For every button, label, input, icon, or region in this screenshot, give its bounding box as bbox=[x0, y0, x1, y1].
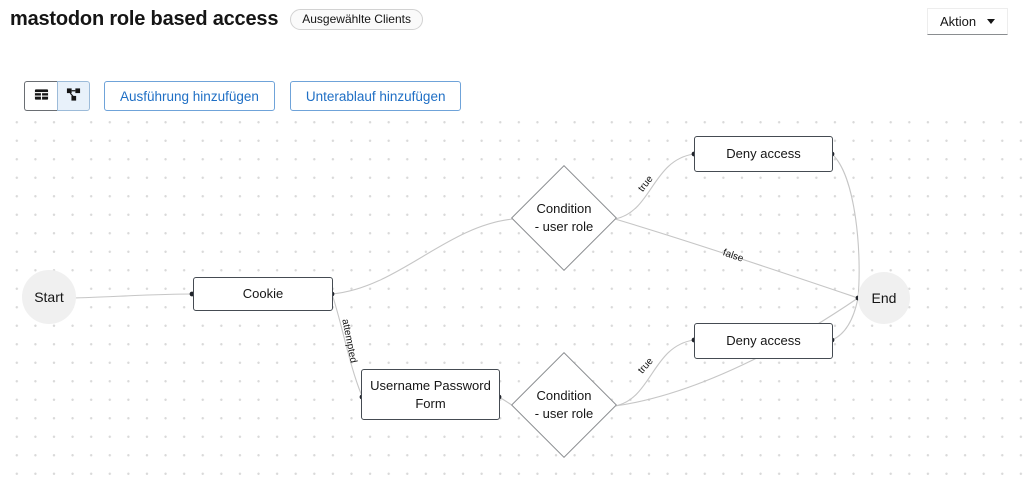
end-node[interactable]: End bbox=[858, 272, 910, 324]
deny-access-label: Deny access bbox=[726, 333, 801, 349]
add-execution-button[interactable]: Ausführung hinzufügen bbox=[104, 81, 275, 111]
table-icon bbox=[34, 87, 49, 105]
condition-label-line2: - user role bbox=[534, 219, 594, 234]
condition-user-role-node-top[interactable]: Condition - user role bbox=[512, 166, 616, 270]
start-node[interactable]: Start bbox=[22, 270, 76, 324]
add-subflow-button[interactable]: Unterablauf hinzufügen bbox=[289, 81, 462, 111]
condition-label-line1: Condition bbox=[536, 201, 592, 217]
selected-clients-badge: Ausgewählte Clients bbox=[290, 9, 423, 30]
cookie-node[interactable]: Cookie bbox=[193, 277, 333, 311]
form-label-line2: Form bbox=[415, 395, 446, 411]
end-node-label: End bbox=[871, 289, 897, 306]
view-toggle-group bbox=[24, 81, 90, 111]
form-node-label: Username Password Form bbox=[370, 377, 491, 412]
deny-access-label: Deny access bbox=[726, 146, 801, 162]
deny-access-node-top[interactable]: Deny access bbox=[694, 136, 833, 172]
project-diagram-icon bbox=[66, 87, 81, 105]
cookie-node-label: Cookie bbox=[242, 286, 284, 302]
form-label-line1: Username Password bbox=[370, 377, 491, 393]
action-dropdown-label: Aktion bbox=[940, 14, 977, 29]
condition-user-role-node-bottom[interactable]: Condition - user role bbox=[512, 353, 616, 457]
condition-label-line2: - user role bbox=[534, 406, 594, 421]
page-header: mastodon role based access Ausgewählte C… bbox=[0, 0, 1024, 64]
header-title-group: mastodon role based access Ausgewählte C… bbox=[10, 8, 423, 31]
start-node-label: Start bbox=[34, 288, 64, 305]
username-password-form-node[interactable]: Username Password Form bbox=[361, 369, 500, 420]
deny-access-node-bottom[interactable]: Deny access bbox=[694, 323, 833, 359]
condition-label-line1: Condition bbox=[536, 388, 592, 404]
action-dropdown-button[interactable]: Aktion bbox=[927, 8, 1008, 35]
table-view-button[interactable] bbox=[24, 81, 57, 111]
condition-node-label: Condition - user role bbox=[535, 200, 594, 235]
condition-node-label: Condition - user role bbox=[535, 387, 594, 422]
diagram-toolbar: Ausführung hinzufügen Unterablauf hinzuf… bbox=[24, 81, 462, 111]
page-title: mastodon role based access bbox=[10, 8, 279, 30]
diagram-view-button[interactable] bbox=[57, 81, 90, 111]
chevron-down-icon bbox=[987, 19, 996, 24]
